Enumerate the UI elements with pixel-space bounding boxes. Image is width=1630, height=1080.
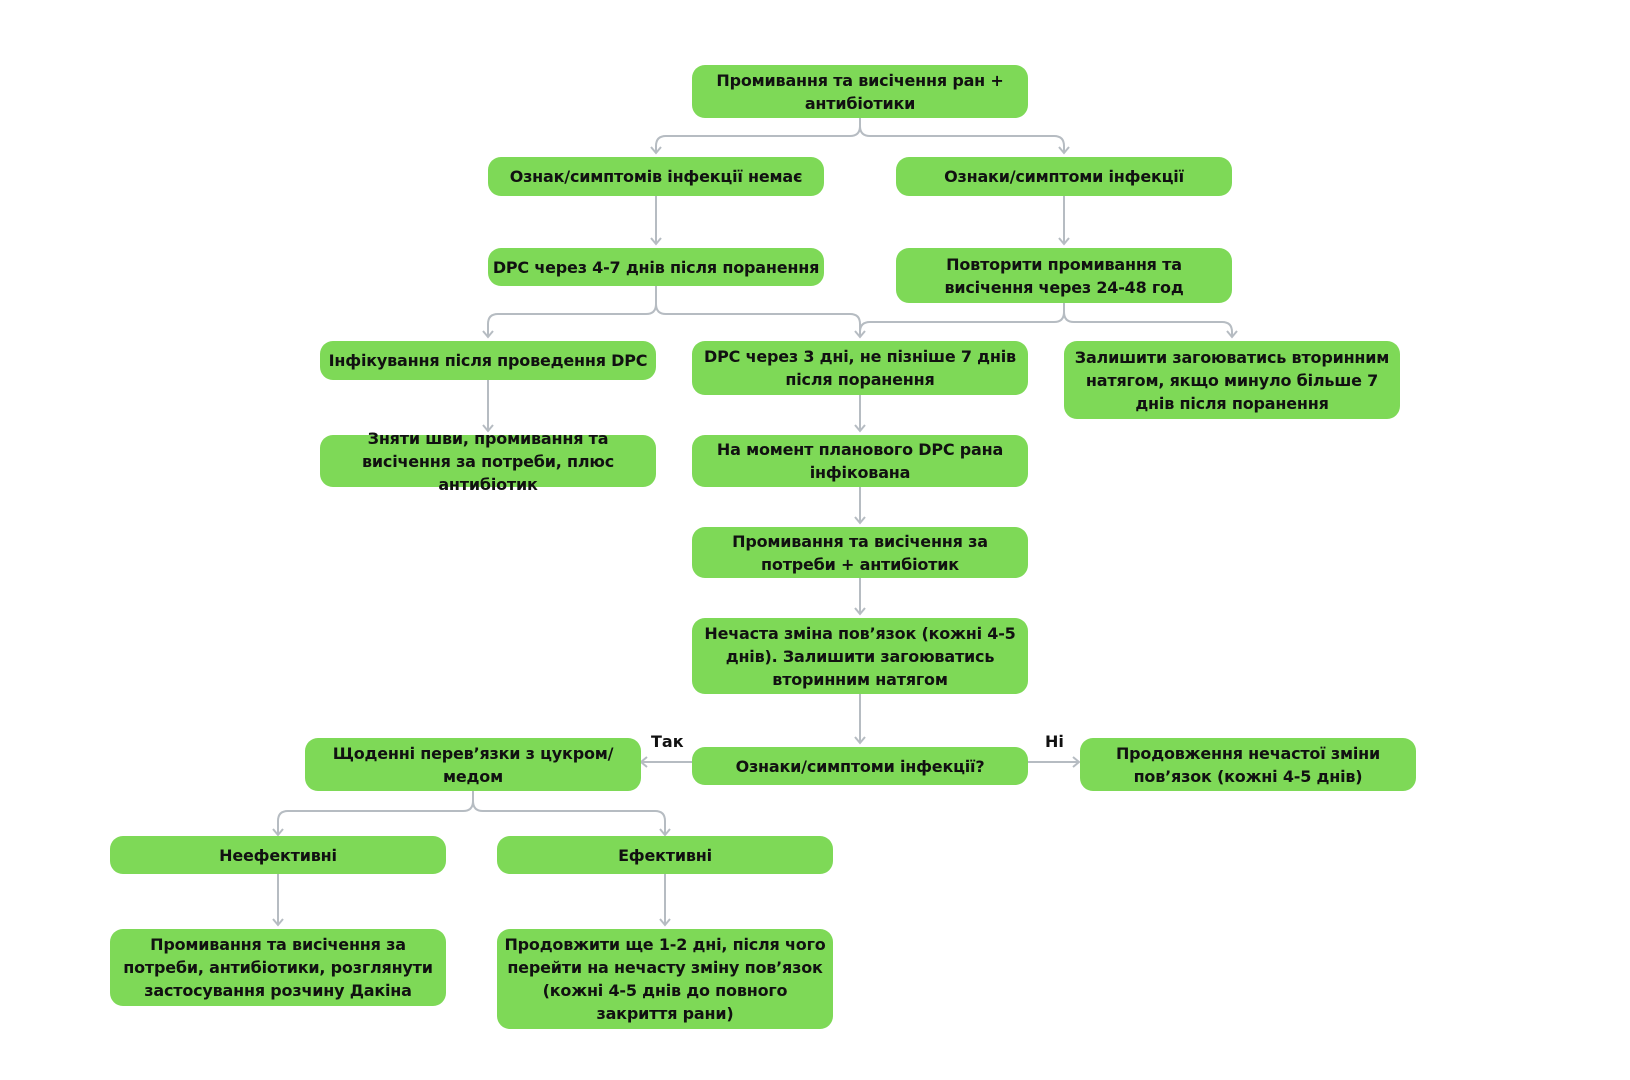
arrowhead-n11 [854, 516, 866, 525]
node-repeat-irrigation-24-48h: Повторити промивання та висічення через … [896, 248, 1232, 303]
node-infection-signs: Ознаки/симптоми інфекції [896, 157, 1232, 196]
node-continue-1-2-days: Продовжити ще 1-2 дні, після чого перейт… [497, 929, 833, 1029]
arrowhead-n3 [1058, 146, 1070, 155]
node-infrequent-dressing-change: Нечаста зміна пов’язок (кожні 4-5 днів).… [692, 618, 1028, 694]
arrowhead-n12 [854, 607, 866, 616]
node-remove-sutures: Зняти шви, промивання та висічення за по… [320, 429, 656, 494]
arrowhead-n8 [1226, 330, 1238, 339]
node-dpc-4-7-days: DPC через 4-7 днів після поранення [488, 248, 824, 286]
node-effective: Ефективні [497, 836, 833, 874]
node-wound-irrigation-debridement: Промивання та висічення ран + антибіотик… [692, 65, 1028, 118]
arrowhead-n14 [639, 756, 648, 768]
arrowhead-n5 [1058, 237, 1070, 246]
node-dakin-solution: Промивання та висічення за потреби, анти… [110, 929, 446, 1006]
arrowhead-n19 [659, 918, 671, 927]
node-irrigation-plus-antibiotic: Промивання та висічення за потреби + ант… [692, 527, 1028, 578]
arrowhead-n17 [659, 828, 671, 837]
arrowhead-n18 [272, 918, 284, 927]
node-dpc-3-days: DPC через 3 дні, не пізніше 7 днів після… [692, 341, 1028, 395]
arrowhead-n4 [650, 237, 662, 246]
arrowhead-n7 [854, 330, 866, 339]
arrowhead-n9 [482, 424, 494, 433]
node-infection-after-dpc: Інфікування після проведення DPC [320, 341, 656, 380]
node-infection-signs-question: Ознаки/симптоми інфекції? [692, 747, 1028, 785]
node-continue-infrequent-dressing: Продовження нечастої зміни пов’язок (кож… [1080, 738, 1416, 791]
edge-label-yes: Так [651, 732, 684, 751]
arrowhead-n6 [482, 330, 494, 339]
arrowhead-n2 [650, 146, 662, 155]
node-ineffective: Неефективні [110, 836, 446, 874]
arrowhead-n15 [1072, 756, 1081, 768]
connector-n5-n7-n8 [859, 303, 1233, 336]
edge-label-no: Ні [1045, 732, 1064, 751]
node-wound-infected-at-dpc: На момент планового DPC рана інфікована [692, 435, 1028, 487]
connector-n14-n16-n17 [277, 791, 666, 834]
arrowhead-n10 [854, 424, 866, 433]
arrowhead-n16 [272, 828, 284, 837]
node-secondary-intention: Залишити загоюватись вторинним натягом, … [1064, 341, 1400, 419]
arrowhead-n13 [854, 736, 866, 745]
node-daily-sugar-honey-dressings: Щоденні перев’язки з цукром/медом [305, 738, 641, 791]
node-no-infection-signs: Ознак/симптомів інфекції немає [488, 157, 824, 196]
connector-n4-n6-n7 [487, 286, 861, 336]
connector-n1-n2-n3 [655, 118, 1065, 152]
